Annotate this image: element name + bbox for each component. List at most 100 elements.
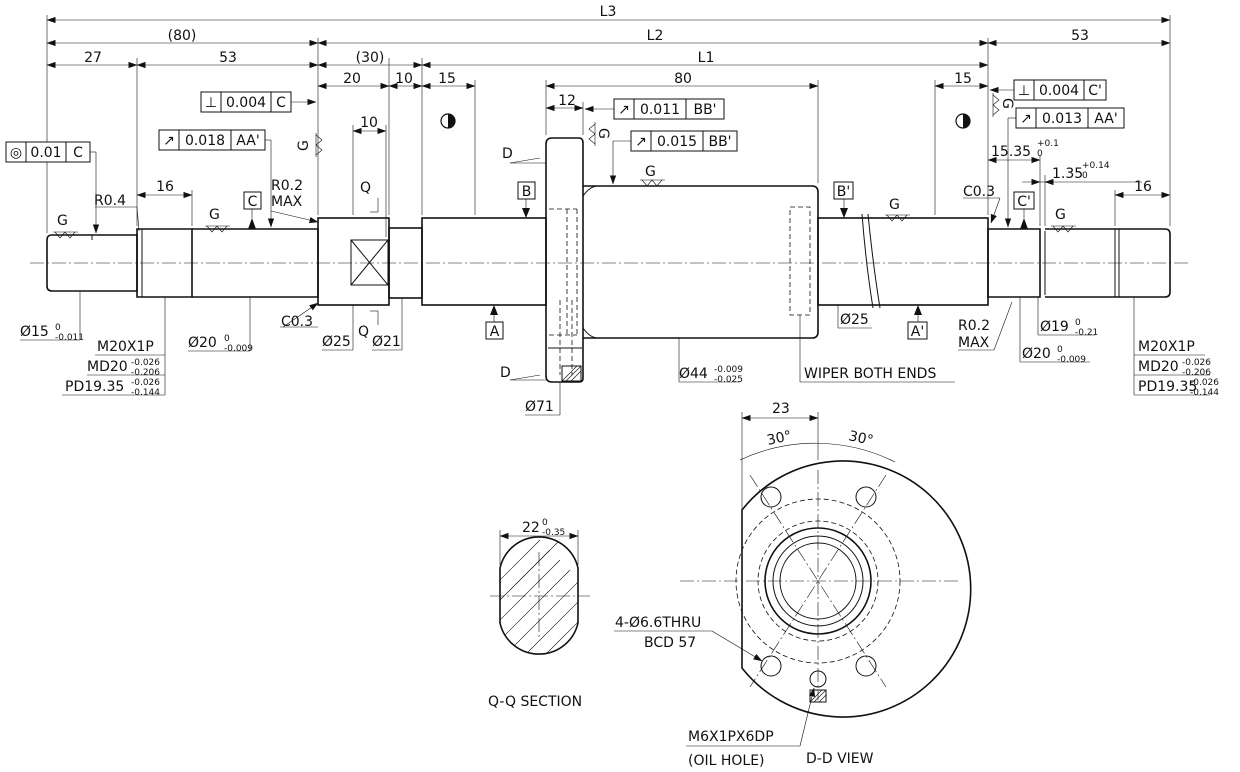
datum-c: C — [248, 194, 258, 210]
svg-text:-0.206: -0.206 — [131, 368, 160, 378]
svg-text:↗: ↗ — [618, 102, 630, 118]
svg-text:0.004: 0.004 — [226, 95, 266, 111]
datum-boxes: C B A B' A' C' — [243, 181, 1035, 340]
bolt-hole-4 — [855, 655, 877, 677]
dia-71: Ø71 — [525, 399, 554, 415]
dimension-lines — [20, 15, 1210, 416]
dim-l1: L1 — [698, 50, 715, 66]
shaft-shoulder — [317, 217, 390, 306]
svg-text:-0.206: -0.206 — [1182, 368, 1211, 378]
dim-l3: L3 — [600, 4, 617, 20]
dim-80-ref: (80) — [168, 28, 197, 44]
dim-80: 80 — [674, 71, 692, 87]
svg-text:-0.026: -0.026 — [1182, 358, 1211, 368]
side-view-labels: L3 (80) L2 53 27 53 (30) L1 20 10 15 80 … — [20, 4, 1219, 415]
g-mark-5: G — [1055, 207, 1066, 223]
surface-finish-marks — [53, 93, 1076, 239]
svg-text:-0.026: -0.026 — [1190, 378, 1219, 388]
g-mark-8: G — [999, 98, 1015, 109]
label-max-left: MAX — [271, 194, 303, 210]
dim-10-a: 10 — [395, 71, 413, 87]
screw-right — [817, 217, 989, 306]
q-flat — [350, 239, 389, 286]
label-r04: R0.4 — [94, 193, 126, 209]
svg-text:C: C — [276, 95, 286, 111]
label-c03-right: C0.3 — [963, 184, 995, 200]
svg-text:-0.026: -0.026 — [131, 358, 160, 368]
svg-text:0.018: 0.018 — [185, 133, 225, 149]
pd-right: PD19.35 — [1138, 379, 1197, 395]
svg-text:0.004: 0.004 — [1039, 83, 1079, 99]
svg-text:↗: ↗ — [1020, 111, 1032, 127]
g-mark-3: G — [645, 164, 656, 180]
dia-21: Ø21 — [372, 334, 401, 350]
md-left: MD20 — [87, 359, 128, 375]
svg-text:AA': AA' — [236, 133, 259, 149]
angle-30-left: 30° — [766, 428, 794, 449]
thread-left: M20X1P — [97, 339, 154, 355]
label-r02-right: R0.2 — [958, 318, 990, 334]
svg-text:0.015: 0.015 — [657, 134, 697, 150]
wiper-right — [789, 206, 811, 316]
q-q-section-title: Q-Q SECTION — [488, 694, 582, 710]
bolt-hole-3 — [760, 655, 782, 677]
dia-19: Ø19 — [1040, 319, 1069, 335]
dim-l2: L2 — [647, 28, 664, 44]
bolt-hole-note: 4-Ø6.6THRU — [615, 615, 701, 631]
q-q-section: 22 0 -0.35 Q-Q SECTION — [488, 518, 590, 710]
datum-a: A — [490, 324, 500, 340]
svg-text:↗: ↗ — [635, 134, 647, 150]
svg-text:-0.009: -0.009 — [714, 365, 743, 375]
dim-22: 22 — [522, 520, 540, 536]
dim-53-left: 53 — [219, 50, 237, 66]
geometric-tolerance-frames: ◎ 0.01 C ↗ 0.018 AA' ⊥ 0.004 C — [5, 79, 1125, 234]
svg-text:+0.1: +0.1 — [1037, 139, 1059, 149]
dim-27: 27 — [84, 50, 102, 66]
svg-text:-0.144: -0.144 — [131, 388, 160, 398]
q-mark-bottom: Q — [358, 324, 369, 340]
left-journal — [46, 234, 138, 292]
datum-markers — [248, 198, 1028, 322]
screw-left — [421, 217, 547, 306]
dia-20-right: Ø20 — [1022, 346, 1051, 362]
dim-15-35: 15.35 — [991, 144, 1031, 160]
datum-b: B — [522, 184, 532, 200]
dim-16-left: 16 — [156, 179, 174, 195]
svg-text:0: 0 — [1037, 149, 1043, 159]
svg-text:⊥: ⊥ — [1018, 83, 1030, 99]
oil-hole — [809, 670, 827, 688]
shaft-side-view — [30, 137, 1190, 383]
g-mark-7: G — [595, 128, 611, 139]
svg-text:⊥: ⊥ — [205, 95, 217, 111]
svg-text:BB': BB' — [708, 134, 731, 150]
svg-text:+0.14: +0.14 — [1082, 161, 1110, 171]
oil-hole-section — [561, 365, 582, 382]
dim-30-ref: (30) — [356, 50, 385, 66]
svg-text:0.011: 0.011 — [640, 102, 680, 118]
dim-23: 23 — [772, 401, 790, 417]
svg-text:0: 0 — [55, 323, 61, 333]
svg-text:C: C — [73, 145, 83, 161]
bolt-hole-1 — [760, 486, 782, 508]
d-cut-arrows — [370, 157, 546, 381]
wiper-note: WIPER BOTH ENDS — [804, 366, 936, 382]
dim-15-right: 15 — [954, 71, 972, 87]
svg-text:◎: ◎ — [10, 145, 22, 161]
dim-10-b: 10 — [360, 115, 378, 131]
d-mark-bottom: D — [500, 365, 511, 381]
svg-text:-0.009: -0.009 — [224, 344, 253, 354]
datum-a-prime: A' — [911, 324, 924, 340]
tolerance-frame-5: ↗ 0.015 BB' — [609, 130, 738, 185]
bolt-hole-2 — [855, 486, 877, 508]
dia-25-right: Ø25 — [840, 312, 869, 328]
tolerance-frame-4: ↗ 0.011 BB' — [584, 98, 725, 120]
datum-b-prime: B' — [837, 184, 850, 200]
svg-text:-0.35: -0.35 — [542, 528, 565, 538]
label-c03-left: C0.3 — [281, 314, 313, 330]
g-mark-6: G — [296, 140, 312, 151]
label-max-right: MAX — [958, 335, 990, 351]
q-mark-top: Q — [360, 180, 371, 196]
svg-text:AA': AA' — [1094, 111, 1117, 127]
tolerance-frame-7: ↗ 0.013 AA' — [1004, 107, 1125, 228]
svg-text:-0.025: -0.025 — [714, 375, 743, 385]
